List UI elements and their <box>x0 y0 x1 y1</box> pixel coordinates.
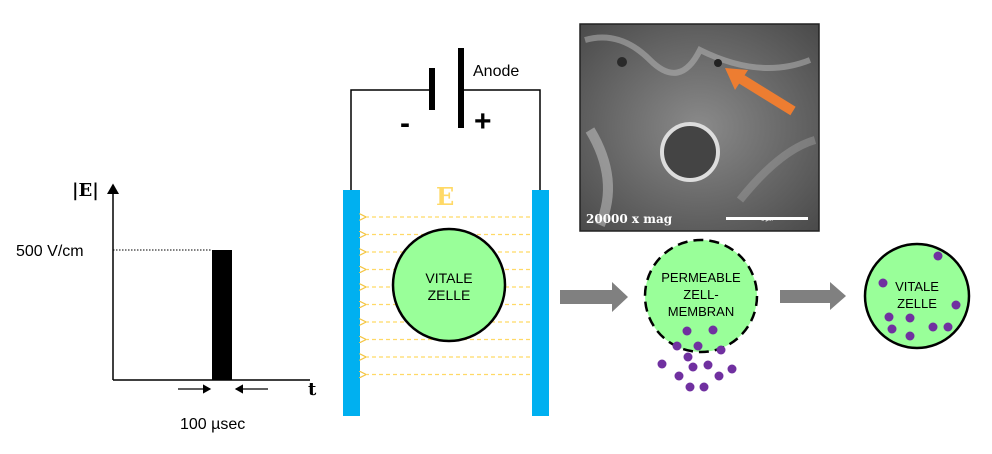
molecule-dot <box>716 345 726 355</box>
anode-label: Anode <box>473 63 519 80</box>
molecule-dot <box>714 371 724 381</box>
molecules-outside <box>657 325 737 392</box>
left-electrode <box>343 190 360 416</box>
molecule-dot <box>878 278 888 288</box>
minus-sign: - <box>400 107 410 140</box>
process-arrow-1 <box>560 282 628 312</box>
molecule-dot <box>699 382 709 392</box>
molecule-dot <box>943 322 953 332</box>
field-label: E <box>436 182 454 211</box>
molecule-dot <box>884 312 894 322</box>
highlight-arrow-shaft <box>735 72 796 116</box>
pulse-graph: |E| t 500 V/cm 100 µsec <box>16 180 317 433</box>
final-label-line1: VITALE <box>895 279 939 294</box>
duration-label: 100 µsec <box>180 416 245 433</box>
molecule-dot <box>672 341 682 351</box>
amplitude-label: 500 V/cm <box>16 243 84 260</box>
right-electrode <box>532 190 549 416</box>
molecule-dot <box>951 300 961 310</box>
molecule-dot <box>928 322 938 332</box>
final-label-line2: ZELLE <box>897 296 937 311</box>
magnification-label: 20000 x mag <box>586 212 673 226</box>
permeable-label-line3: MEMBRAN <box>668 304 734 319</box>
molecule-dot <box>683 352 693 362</box>
wire-left <box>350 89 431 190</box>
process-arrow-2 <box>780 282 846 310</box>
y-axis-label: |E| <box>72 180 99 201</box>
permeable-cell: PERMEABLE ZELL- MEMBRAN <box>643 238 759 392</box>
molecule-dot <box>657 359 667 369</box>
molecule-dot <box>905 331 915 341</box>
molecule-dot <box>703 360 713 370</box>
molecule-dot <box>682 326 692 336</box>
sem-micrograph: 20000 x mag 5 µm <box>579 23 820 232</box>
molecule-dot <box>727 364 737 374</box>
wire-right <box>461 89 541 190</box>
plus-sign: + <box>474 105 492 138</box>
molecule-dot <box>674 371 684 381</box>
molecule-dot <box>685 382 695 392</box>
battery-anode-plate <box>458 48 464 128</box>
molecule-dot <box>708 325 718 335</box>
pulse-bar <box>212 250 232 380</box>
molecule-dot <box>905 313 915 323</box>
pore <box>660 122 720 182</box>
final-cell-membrane <box>863 242 971 350</box>
molecule-dot <box>933 251 943 261</box>
permeable-label-line1: PERMEABLE <box>661 270 741 285</box>
cell-label-line1: VITALE <box>425 270 472 286</box>
vital-cell <box>391 227 507 343</box>
highlight-arrow-head <box>725 68 748 90</box>
battery-cathode-plate <box>429 68 435 110</box>
scale-bar <box>726 217 808 220</box>
molecule-dot <box>688 362 698 372</box>
cell-label-line2: ZELLE <box>428 287 471 303</box>
molecule-dot <box>887 324 897 334</box>
scale-label: 5 µm <box>761 217 772 223</box>
x-axis-label: t <box>308 379 317 400</box>
permeable-membrane <box>643 238 759 354</box>
electric-field-chamber: E VITALE ZELLE <box>343 182 549 416</box>
battery-circuit: - + Anode <box>350 48 541 190</box>
permeable-label-line2: ZELL- <box>683 287 718 302</box>
final-vital-cell: VITALE ZELLE <box>863 242 971 350</box>
molecule-dot <box>693 341 703 351</box>
molecules-inside <box>878 251 961 341</box>
